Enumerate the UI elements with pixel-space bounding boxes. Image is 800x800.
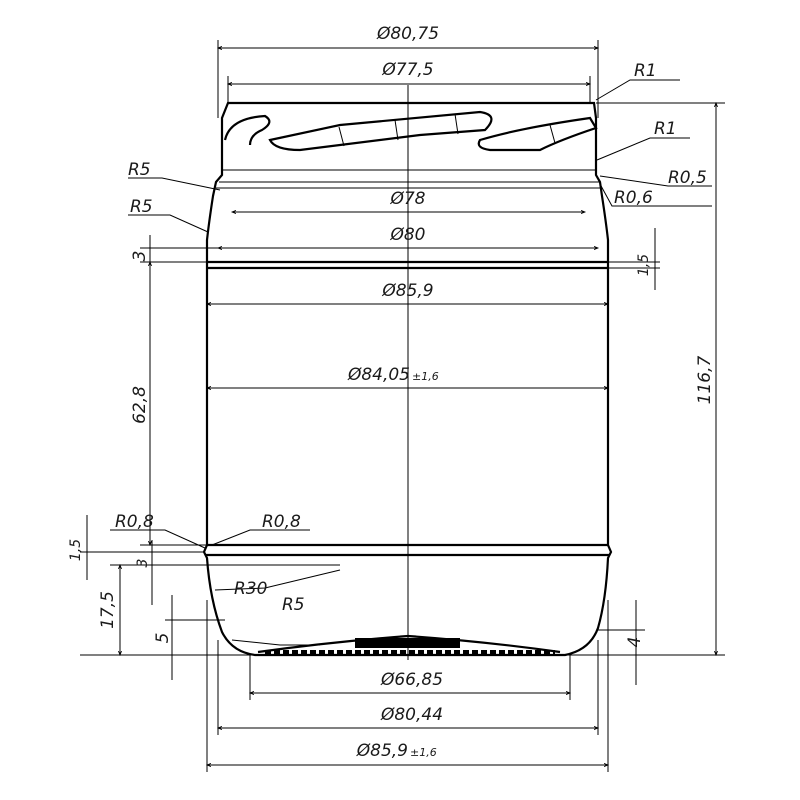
dim-total-height: 116,7 [695, 355, 715, 404]
radius-finish-b: R0,6 [614, 188, 653, 208]
radius-bead-left: R0,8 [115, 512, 154, 532]
radius-bead-right: R0,8 [262, 512, 301, 532]
radius-heel: R30 [234, 579, 267, 599]
radius-shoulder-bottom: R5 [130, 197, 153, 217]
dim-push-up: 4 [625, 637, 645, 648]
dim-thread-root: Ø78 [389, 189, 425, 209]
radius-lip-lower: R1 [654, 119, 677, 139]
jar-outline [202, 101, 613, 657]
dim-base-inner: Ø66,85 [380, 670, 443, 690]
dim-top-outer: Ø80,75 [376, 24, 439, 44]
radius-shoulder-top: R5 [128, 160, 151, 180]
dim-neck-gap: 3 [130, 251, 150, 262]
dim-neck-bead: 1,5 [636, 254, 652, 276]
dim-shoulder: Ø85,9 [381, 281, 433, 301]
dim-base-outer-tol: ±1,6 [410, 746, 437, 759]
extension-lines [80, 40, 725, 772]
radius-lip-top: R1 [634, 61, 657, 81]
dim-base-radius-height: 5 [153, 633, 173, 644]
radius-finish-a: R0,5 [668, 168, 707, 188]
dim-neck: Ø80 [389, 225, 425, 245]
dim-body-tol: ±1,6 [412, 370, 439, 383]
dim-base-height: 17,5 [98, 591, 118, 629]
dim-body-height: 62,8 [130, 386, 150, 424]
dim-top-inner: Ø77,5 [381, 60, 433, 80]
radius-leaders [110, 79, 712, 646]
radius-base-corner: R5 [282, 595, 305, 615]
base-embossing [355, 638, 460, 648]
dim-body: Ø84,05 [347, 365, 410, 385]
dim-base-outer: Ø85,9 [356, 741, 408, 761]
dim-base-contact: Ø80,44 [380, 705, 443, 725]
dim-lower-bead: 1,5 [68, 539, 84, 561]
dim-lower-gap: 3 [135, 559, 151, 568]
